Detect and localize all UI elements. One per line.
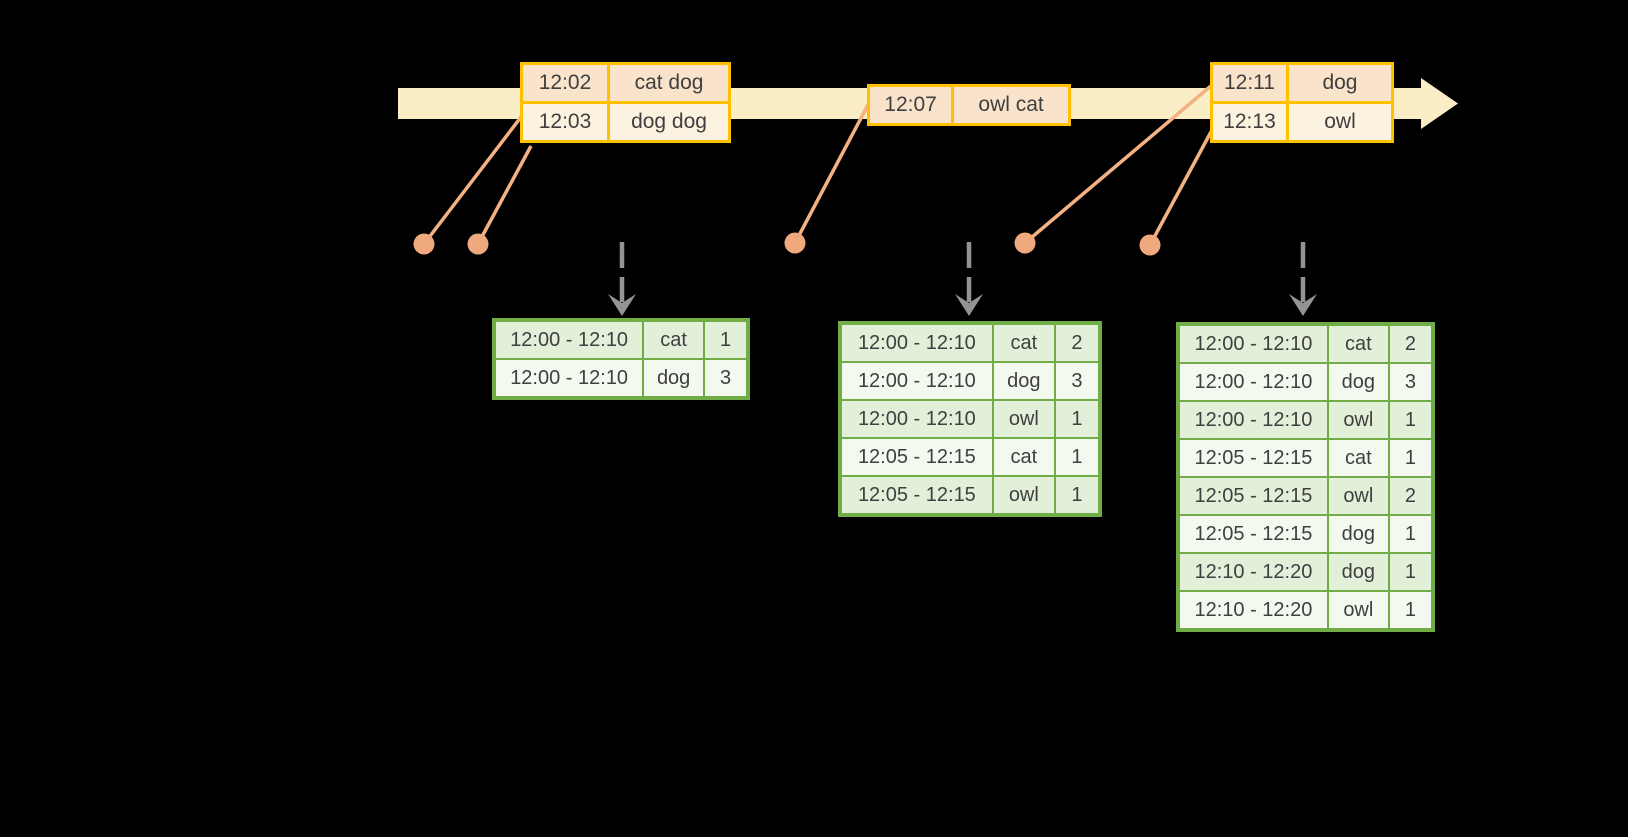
word-cell: owl	[1328, 592, 1388, 628]
window-cell: 12:00 - 12:10	[842, 325, 992, 361]
event-row: 12:11 dog	[1213, 65, 1391, 101]
count-cell: 1	[1389, 592, 1431, 628]
event-time-cell: 12:02	[523, 65, 608, 101]
count-cell: 3	[1389, 364, 1431, 400]
table-row: 12:05 - 12:15 owl 1	[842, 477, 1098, 513]
table-row: 12:05 - 12:15 owl 2	[1180, 478, 1431, 514]
event-words-cell: cat dog	[610, 65, 728, 101]
table-row: 12:00 - 12:10 cat 1	[496, 322, 746, 358]
event-words-cell: owl cat	[954, 87, 1068, 123]
table-row: 12:05 - 12:15 cat 1	[842, 439, 1098, 475]
count-cell: 3	[705, 360, 746, 396]
word-cell: owl	[993, 401, 1054, 437]
word-cell: dog	[1328, 554, 1388, 590]
table-row: 12:05 - 12:15 dog 1	[1180, 516, 1431, 552]
window-cell: 12:05 - 12:15	[842, 439, 992, 475]
window-cell: 12:10 - 12:20	[1180, 554, 1327, 590]
window-cell: 12:00 - 12:10	[1180, 364, 1327, 400]
window-cell: 12:00 - 12:10	[1180, 326, 1327, 362]
connector-line	[476, 145, 533, 245]
event-dot	[413, 233, 435, 255]
event-time-cell: 12:11	[1213, 65, 1286, 101]
word-cell: cat	[1328, 326, 1388, 362]
result-table-1: 12:00 - 12:10 cat 1 12:00 - 12:10 dog 3	[492, 318, 750, 400]
event-words-cell: dog	[1288, 65, 1391, 101]
window-cell: 12:05 - 12:15	[1180, 478, 1327, 514]
event-words-cell: dog dog	[610, 104, 728, 140]
count-cell: 1	[1389, 516, 1431, 552]
count-cell: 1	[1055, 439, 1098, 475]
event-row: 12:03 dog dog	[523, 104, 728, 140]
result-table-2: 12:00 - 12:10 cat 2 12:00 - 12:10 dog 3 …	[838, 321, 1102, 517]
event-row: 12:13 owl	[1213, 104, 1391, 140]
count-cell: 3	[1055, 363, 1098, 399]
count-cell: 1	[1055, 401, 1098, 437]
event-time-cell: 12:07	[870, 87, 952, 123]
table-row: 12:10 - 12:20 dog 1	[1180, 554, 1431, 590]
connector-line	[1023, 83, 1214, 245]
result-table-3: 12:00 - 12:10 cat 2 12:00 - 12:10 dog 3 …	[1176, 322, 1435, 632]
window-cell: 12:00 - 12:10	[1180, 402, 1327, 438]
event-words-cell: owl	[1288, 104, 1391, 140]
count-cell: 1	[1389, 440, 1431, 476]
trigger-arrowhead-icon	[1289, 294, 1317, 316]
trigger-arrowhead-icon	[608, 294, 636, 316]
word-cell: cat	[993, 439, 1054, 475]
table-row: 12:00 - 12:10 dog 3	[1180, 364, 1431, 400]
count-cell: 1	[1055, 477, 1098, 513]
count-cell: 1	[1389, 402, 1431, 438]
event-row: 12:02 cat dog	[523, 65, 728, 101]
event-time-cell: 12:03	[523, 104, 608, 140]
table-row: 12:00 - 12:10 owl 1	[842, 401, 1098, 437]
window-cell: 12:05 - 12:15	[842, 477, 992, 513]
word-cell: cat	[1328, 440, 1388, 476]
window-cell: 12:00 - 12:10	[496, 360, 643, 396]
word-cell: dog	[644, 360, 703, 396]
event-dot	[784, 232, 806, 254]
event-box-1: 12:02 cat dog 12:03 dog dog	[520, 62, 731, 143]
count-cell: 1	[705, 322, 746, 358]
window-cell: 12:05 - 12:15	[1180, 440, 1327, 476]
word-cell: owl	[1328, 402, 1388, 438]
event-box-3: 12:11 dog 12:13 owl	[1210, 62, 1394, 143]
count-cell: 1	[1389, 554, 1431, 590]
word-cell: owl	[993, 477, 1054, 513]
count-cell: 2	[1055, 325, 1098, 361]
event-dot	[1139, 234, 1161, 256]
event-time-cell: 12:13	[1213, 104, 1286, 140]
event-dot	[1014, 232, 1036, 254]
table-row: 12:10 - 12:20 owl 1	[1180, 592, 1431, 628]
table-row: 12:00 - 12:10 dog 3	[496, 360, 746, 396]
table-row: 12:05 - 12:15 cat 1	[1180, 440, 1431, 476]
connector-line	[1148, 129, 1214, 246]
connector-line	[422, 115, 523, 246]
word-cell: dog	[993, 363, 1054, 399]
window-cell: 12:00 - 12:10	[842, 401, 992, 437]
count-cell: 2	[1389, 326, 1431, 362]
connector-line	[793, 102, 871, 244]
timeline-arrowhead-icon	[1421, 78, 1458, 129]
trigger-arrowhead-icon	[955, 294, 983, 316]
window-cell: 12:00 - 12:10	[842, 363, 992, 399]
count-cell: 2	[1389, 478, 1431, 514]
table-row: 12:00 - 12:10 cat 2	[842, 325, 1098, 361]
event-dot	[467, 233, 489, 255]
table-row: 12:00 - 12:10 cat 2	[1180, 326, 1431, 362]
word-cell: cat	[993, 325, 1054, 361]
window-cell: 12:05 - 12:15	[1180, 516, 1327, 552]
event-box-2: 12:07 owl cat	[867, 84, 1071, 126]
word-cell: dog	[1328, 364, 1388, 400]
window-cell: 12:10 - 12:20	[1180, 592, 1327, 628]
word-cell: cat	[644, 322, 703, 358]
word-cell: dog	[1328, 516, 1388, 552]
table-row: 12:00 - 12:10 owl 1	[1180, 402, 1431, 438]
window-cell: 12:00 - 12:10	[496, 322, 643, 358]
table-row: 12:00 - 12:10 dog 3	[842, 363, 1098, 399]
event-row: 12:07 owl cat	[870, 87, 1068, 123]
word-cell: owl	[1328, 478, 1388, 514]
